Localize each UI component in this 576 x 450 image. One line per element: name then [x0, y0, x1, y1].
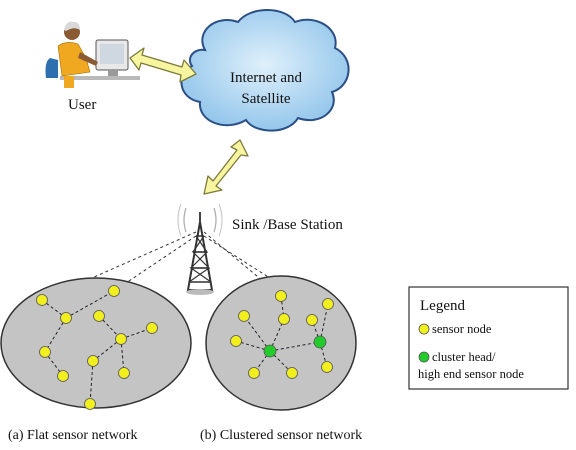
sensor-node — [93, 310, 105, 322]
cloud-label-line2: Satellite — [241, 91, 290, 107]
sensor-node — [60, 312, 72, 324]
user-label: User — [68, 97, 96, 113]
sensor-node — [115, 333, 127, 345]
user-cloud-link-arrow — [129, 47, 197, 83]
sensor-node — [286, 367, 298, 379]
sensor-node — [322, 298, 334, 310]
clustered-network-field — [205, 275, 357, 411]
legend-box — [408, 286, 569, 390]
sensor-node — [306, 314, 318, 326]
sensor-node — [36, 294, 48, 306]
sink-label: Sink /Base Station — [232, 217, 343, 233]
legend-cluster-head-label-line1: cluster head/ — [432, 350, 496, 364]
sensor-node — [230, 335, 242, 347]
user-icon — [45, 21, 140, 88]
sensor-node — [108, 285, 120, 297]
cluster-head-node — [263, 344, 277, 358]
cloud-label-line1: Internet and — [230, 70, 303, 86]
flat-network-caption: (a) Flat sensor network — [8, 428, 137, 443]
sensor-node — [118, 367, 130, 379]
legend-cluster-head-swatch — [418, 351, 430, 363]
flat-network-field — [0, 277, 192, 409]
sensor-node — [146, 322, 158, 334]
sensor-node — [238, 310, 250, 322]
flat-network-nodes — [36, 285, 158, 410]
legend: Legend sensor node cluster head/ high en… — [408, 286, 569, 390]
legend-cluster-head-label-line2: high end sensor node — [418, 367, 524, 381]
clustered-network-nodes — [230, 290, 334, 379]
radio-tower-icon — [177, 203, 223, 295]
clustered-network-caption: (b) Clustered sensor network — [200, 428, 362, 443]
sensor-node — [248, 367, 260, 379]
cloud-icon — [180, 9, 350, 132]
sensor-node — [87, 355, 99, 367]
sensor-node — [275, 290, 287, 302]
cluster-head-node — [313, 335, 327, 349]
sensor-node — [39, 346, 51, 358]
legend-sensor-node-swatch — [418, 323, 430, 335]
sensor-node — [321, 361, 333, 373]
legend-sensor-node-label: sensor node — [432, 322, 492, 336]
sensor-node — [278, 313, 290, 325]
sensor-node — [57, 370, 69, 382]
sensor-node — [84, 398, 96, 410]
cloud-sink-link-arrow — [203, 139, 249, 195]
legend-title: Legend — [420, 298, 465, 314]
